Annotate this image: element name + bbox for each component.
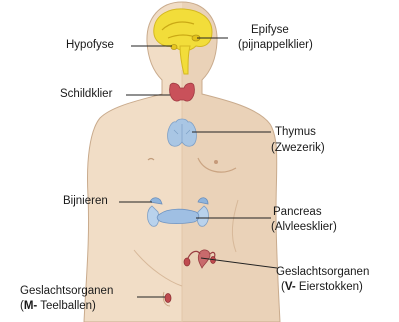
- label-hypofyse: Hypofyse: [66, 39, 114, 52]
- label-male-gonads-sub: (M- Teelballen): [20, 300, 96, 313]
- label-pancreas-sub: (Alvleesklier): [271, 221, 337, 234]
- label-schildklier: Schildklier: [60, 88, 112, 101]
- label-bijnieren: Bijnieren: [63, 195, 108, 208]
- label-pancreas: Pancreas: [273, 206, 322, 219]
- label-female-gonads-sub: (V- Eierstokken): [281, 281, 363, 294]
- label-epifyse-sub: (pijnappelklier): [238, 39, 313, 52]
- ovary-left: [184, 258, 190, 266]
- label-female-gonads-bold: V-: [285, 281, 296, 293]
- label-male-gonads-rest: Teelballen): [37, 300, 96, 312]
- pituitary-gland: [171, 45, 177, 50]
- label-female-gonads-rest: Eierstokken): [296, 281, 363, 293]
- label-thymus: Thymus: [275, 126, 316, 139]
- testis: [165, 294, 171, 303]
- label-epifyse: Epifyse: [251, 24, 289, 37]
- female-nipple: [214, 160, 218, 164]
- label-female-gonads: Geslachtsorganen: [276, 266, 369, 279]
- label-male-gonads: Geslachtsorganen: [20, 285, 113, 298]
- label-thymus-sub: (Zwezerik): [271, 142, 325, 155]
- label-male-gonads-bold: M-: [24, 300, 37, 312]
